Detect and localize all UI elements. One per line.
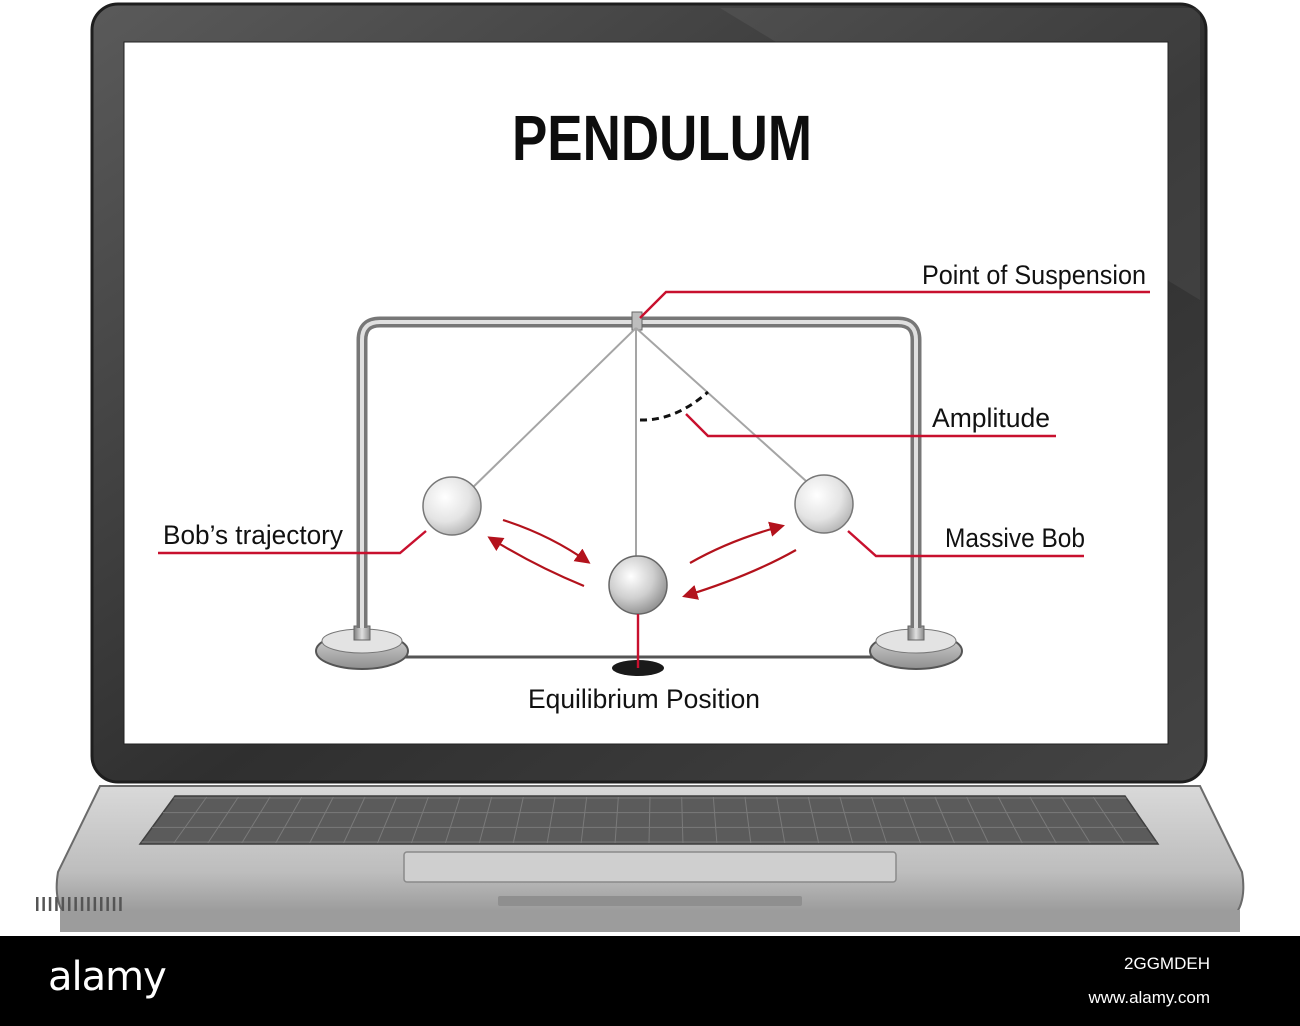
keyboard-col-line [478,796,493,844]
speaker-slot [112,897,116,911]
laptop-lid [90,2,1208,784]
keyboard-col-line [410,796,429,844]
speaker-slot [80,897,84,911]
speaker-slot [100,897,103,911]
keyboard-col-line [614,796,619,844]
keyboard-col-line [512,796,524,844]
laptop-screen [123,41,1169,745]
speaker-slot [119,897,122,911]
keyboard-col-line [343,796,366,844]
arrow-right-upper [689,521,785,564]
pendulum-laptop-diagram: PENDULUM [36,2,1245,932]
speaker-grille [36,897,122,911]
speaker-slot [55,897,58,911]
label-point-of-suspension: Point of Suspension [922,260,1146,290]
trajectory-arrows [487,518,797,600]
keyboard-col-line [744,796,752,844]
bob-center [608,555,668,615]
speaker-slot [48,897,52,911]
speaker-slot [68,897,71,911]
leader-lines [158,290,1150,668]
keyboard-col-line [377,796,398,844]
hinge-slot [498,896,802,906]
keyboard-col-line [309,796,334,844]
keyboard-col-line [580,796,588,844]
arrow-left-upper [502,518,591,564]
keyboard-col-line [712,796,718,844]
speaker-slot [36,897,39,911]
keyboard-col-line [1092,796,1125,844]
bob-left [422,476,482,536]
leader-bobs-trajectory [158,530,427,555]
speaker-slot [42,897,45,911]
diagram-title: PENDULUM [512,102,812,174]
label-massive-bob: Massive Bob [945,523,1085,553]
keyboard-col-line [839,796,854,844]
keyboard-col-line [1029,796,1057,844]
amplitude-arc [639,390,709,422]
speaker-slot [61,897,65,911]
keyboard-col-line [173,796,208,844]
speaker-slot [87,897,90,911]
trackpad [403,851,897,883]
keyboard-col-line [966,796,989,844]
stock-image-id: 2GGMDEH [1124,954,1210,973]
label-bobs-trajectory: Bob’s trajectory [163,520,343,550]
speaker-slot [106,897,109,911]
keyboard-col-line [997,796,1023,844]
keyboard-col-line [207,796,239,844]
keyboard-col-line [444,796,461,844]
leader-point-of-suspension [639,290,1150,319]
keyboard-col-line [546,796,556,844]
laptop-base [36,785,1245,932]
leader-massive-bob [847,530,1084,558]
leader-amplitude [685,413,1056,438]
label-equilibrium-position: Equilibrium Position [528,684,760,714]
keyboard-col-line [934,796,955,844]
speaker-slot [74,897,77,911]
arrow-right-lower [682,549,797,600]
keyboard-col-line [902,796,921,844]
keyboard-col-line [871,796,888,844]
keyboard-keys [141,796,1157,844]
stock-site-url: www.alamy.com [1088,988,1210,1007]
alamy-logo: alamy [48,954,167,1000]
keyboard-col-line [648,796,651,844]
label-amplitude: Amplitude [932,403,1050,433]
speaker-slot [93,897,97,911]
keyboard-col-line [776,796,786,844]
bob-right [794,474,854,534]
keyboard-col-line [241,796,271,844]
pendulum-strings [463,327,817,560]
keyboard-col-line [275,796,303,844]
pendulum-frame [315,311,963,670]
keyboard-col-line [1061,796,1091,844]
suspension-clip [631,311,643,331]
stock-watermark-bar: alamy 2GGMDEH www.alamy.com [0,936,1300,1026]
keyboard-col-line [681,796,684,844]
arrow-left-lower [487,536,585,588]
keyboard-col-line [807,796,820,844]
